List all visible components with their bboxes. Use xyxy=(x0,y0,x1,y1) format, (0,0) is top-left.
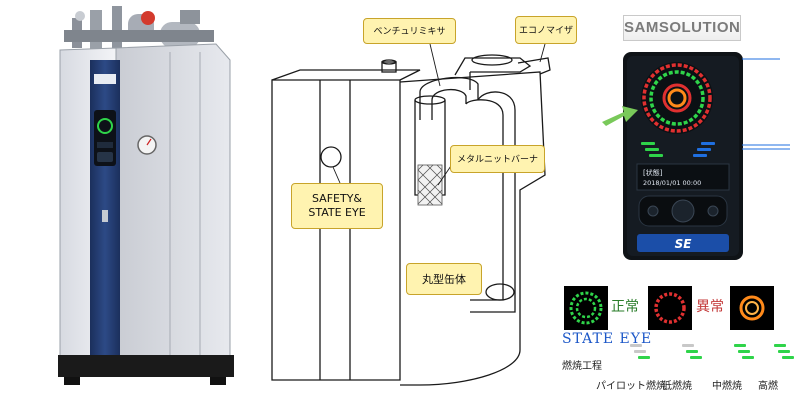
state-eye-normal-icon xyxy=(564,286,608,330)
callout-round-vessel: 丸型缶体 xyxy=(406,263,482,295)
callout-safety-line2: STATE EYE xyxy=(308,206,366,219)
boiler-cross-section-diagram xyxy=(271,43,551,386)
boiler-photo xyxy=(58,6,234,385)
control-panel-display: [状態] 2018/01/01 00:00 SE xyxy=(623,52,743,260)
stage-label-high: 高燃 xyxy=(758,381,778,392)
callout-safety-line1: SAFETY& xyxy=(311,192,362,205)
state-eye-icon xyxy=(641,62,713,134)
panel-status-label: [状態] xyxy=(643,168,663,177)
panel-leader-lines xyxy=(742,58,790,150)
top-piping xyxy=(64,6,214,50)
brand-logo: SAMSOLUTION xyxy=(623,15,741,41)
panel-model-badge: SE xyxy=(675,237,693,251)
stage-label-pilot: パイロット燃焼 xyxy=(596,381,666,392)
state-eye-icon xyxy=(97,118,113,134)
state-eye-flame-icon xyxy=(730,286,774,330)
legend-abnormal-label: 異常 xyxy=(696,299,724,315)
callout-metal-knit-burner: メタルニットバーナ xyxy=(450,145,545,173)
stage-label-mid: 中燃焼 xyxy=(712,381,742,392)
stage-bars-mid xyxy=(734,344,754,359)
combustion-stage-bars xyxy=(630,344,794,359)
stage-bars-pilot xyxy=(630,344,650,359)
state-eye-abnormal-icon xyxy=(648,286,692,330)
legend-combustion-stage: 燃焼工程 xyxy=(562,361,602,372)
stage-bars-low xyxy=(682,344,702,359)
callout-venturi-mixer: ベンチュリミキサ xyxy=(363,18,456,44)
callout-safety-state-eye: SAFETY& STATE EYE xyxy=(291,183,383,229)
panel-datetime: 2018/01/01 00:00 xyxy=(643,179,701,187)
legend-state-eye-title: STATE EYE xyxy=(562,331,653,347)
panel-dial-button[interactable] xyxy=(671,199,695,223)
stage-bars-high xyxy=(774,344,794,359)
pressure-gauge-icon xyxy=(137,135,157,155)
boiler-nameplate xyxy=(94,74,116,84)
panel-right-button[interactable] xyxy=(707,205,719,217)
arrow-pointer-icon xyxy=(602,106,638,126)
callout-economizer: エコノマイザ xyxy=(515,16,577,44)
legend-normal-label: 正常 xyxy=(611,299,639,315)
stage-label-low: 低燃焼 xyxy=(662,381,692,392)
panel-left-button[interactable] xyxy=(647,205,659,217)
